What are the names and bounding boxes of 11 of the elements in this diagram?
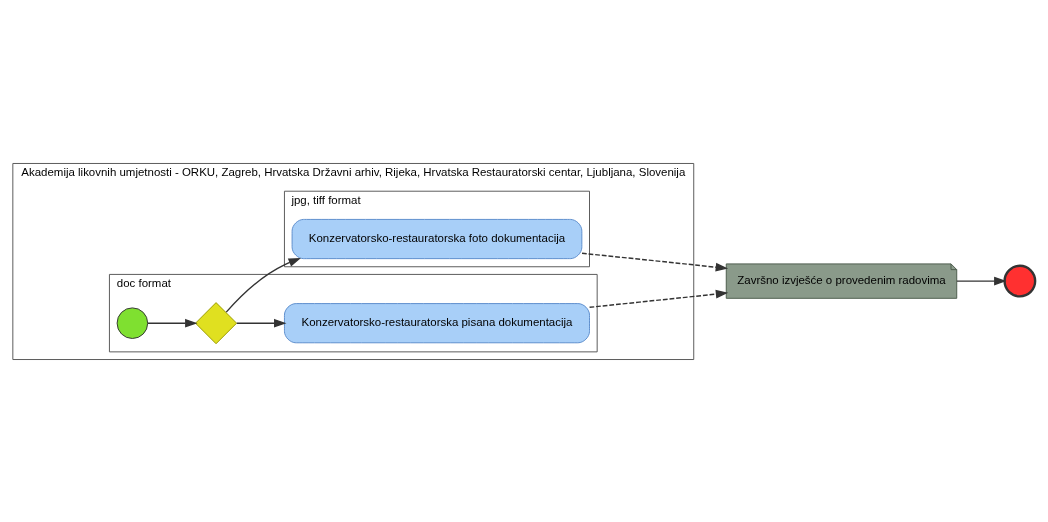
arrow	[588, 289, 729, 308]
node-diamond	[195, 301, 238, 344]
node-circle	[1003, 264, 1037, 298]
arrow	[956, 276, 1007, 285]
node-box: Konzervatorsko-restauratorska foto dokumentacija	[291, 218, 583, 259]
node-circle	[116, 306, 149, 339]
arrow	[225, 257, 301, 313]
node-box: Konzervatorsko-restauratorska pisana dokumentacija	[283, 302, 590, 343]
arrow	[147, 318, 198, 328]
arrow	[581, 252, 729, 272]
arrow	[236, 318, 287, 328]
